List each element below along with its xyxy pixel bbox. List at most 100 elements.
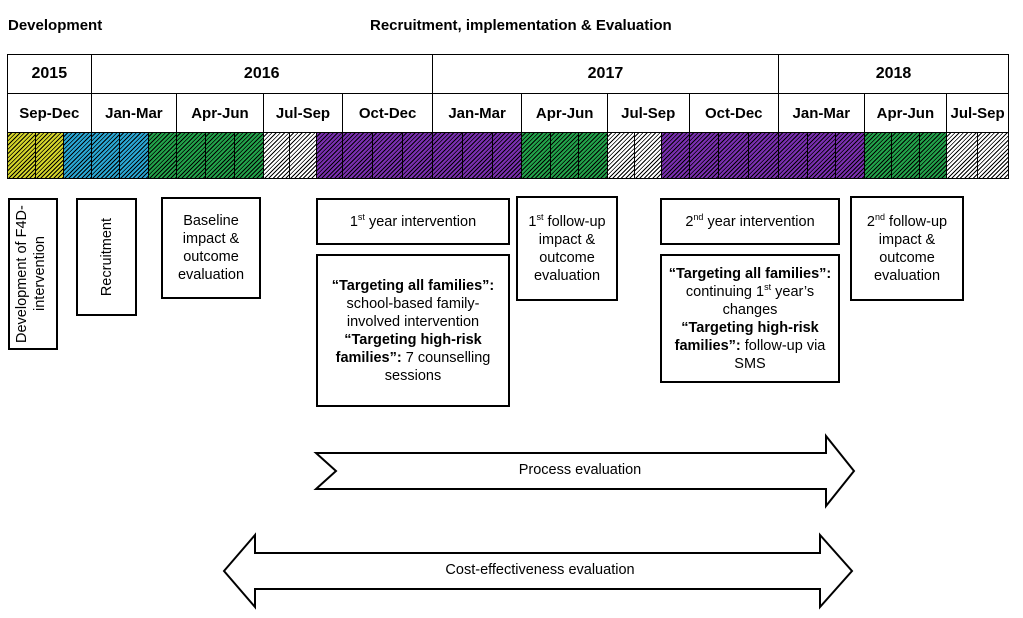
phase-cell (947, 133, 979, 178)
recruitment-box: Recruitment (76, 198, 137, 316)
first-followup-box: 1st follow-up impact & outcome evaluatio… (516, 196, 618, 301)
second-year-num: 2 (685, 213, 694, 230)
first-year-num: 1 (349, 213, 358, 230)
quarter-label: Sep-Dec (7, 93, 92, 133)
phase-bar (342, 132, 433, 179)
first-year-details-box: “Targeting all families”: school-based f… (316, 254, 510, 407)
phase-cell (120, 133, 149, 178)
phase-cell (662, 133, 689, 178)
second-followup-label: 2nd follow-up impact & outcome evaluatio… (858, 211, 956, 285)
year-2015: 2015 (7, 54, 92, 94)
targeting-all-text-a: continuing (685, 283, 757, 300)
phase-cell (749, 133, 779, 178)
development-header: Development (8, 17, 103, 34)
phase-bar (863, 132, 948, 179)
phase-cell (919, 133, 947, 178)
targeting-all-text-b: year’s changes (722, 283, 815, 318)
timeline-grid: 2015 2016 2017 2018 Sep-Dec Jan-Mar Apr-… (7, 54, 1009, 179)
phase-bar (90, 132, 178, 179)
second-followup-sup: nd (875, 211, 886, 222)
process-evaluation-label: Process evaluation (518, 462, 642, 478)
phase-cell (550, 133, 580, 178)
quarter-label: Oct-Dec (688, 93, 780, 133)
quarter-label: Jan-Mar (778, 93, 865, 133)
first-year-intervention-label: 1st year intervention (349, 212, 477, 231)
phase-cell (836, 133, 864, 178)
phase-cell (206, 133, 235, 178)
phase-cell (635, 133, 663, 178)
phase-cell (978, 133, 1008, 178)
quarter-label: Jan-Mar (431, 93, 523, 133)
first-followup-rest: follow-up impact & outcome evaluation (533, 213, 606, 284)
phase-cell (522, 133, 551, 178)
phase-cell (148, 133, 177, 178)
phase-cell (177, 133, 207, 178)
second-followup-box: 2nd follow-up impact & outcome evaluatio… (850, 196, 964, 301)
second-year-intervention-box: 2nd year intervention (660, 198, 840, 245)
phase-bar (688, 132, 780, 179)
phase-bar (521, 132, 608, 179)
targeting-high-risk-text: follow-up via SMS (734, 337, 826, 372)
targeting-all-label: “Targeting all families”: (331, 277, 495, 294)
phase-bar (606, 132, 690, 179)
quarter-label: Apr-Jun (176, 93, 264, 133)
phase-cell (607, 133, 636, 178)
quarter-label: Jan-Mar (90, 93, 178, 133)
targeting-all-sup: st (764, 281, 772, 292)
second-followup-num: 2 (866, 213, 875, 230)
targeting-all-text: school-based family-involved interventio… (346, 295, 480, 330)
phase-cell (719, 133, 750, 178)
development-box: Development of F4D-intervention (8, 198, 58, 350)
phase-bar (7, 132, 92, 179)
baseline-label: Baseline impact & outcome evaluation (177, 213, 245, 283)
quarter-label: Jul-Sep (946, 93, 1009, 133)
quarter-label: Jul-Sep (606, 93, 690, 133)
phase-bar (946, 132, 1009, 179)
first-followup-sup: st (536, 211, 544, 222)
second-year-sup: nd (693, 211, 704, 222)
first-followup-label: 1st follow-up impact & outcome evaluatio… (522, 211, 612, 285)
phase-cell (263, 133, 291, 178)
quarter-label: Oct-Dec (342, 93, 433, 133)
quarter-label: Jul-Sep (262, 93, 344, 133)
year-2016: 2016 (90, 54, 433, 94)
phase-bar (262, 132, 344, 179)
first-year-rest: year intervention (364, 213, 477, 230)
year-2018: 2018 (778, 54, 1009, 94)
second-year-intervention-label: 2nd year intervention (685, 211, 815, 231)
first-followup-num: 1 (528, 213, 537, 230)
phase-cell (892, 133, 920, 178)
phase-cell (63, 133, 91, 178)
quarter-label: Apr-Jun (521, 93, 608, 133)
phase-cell (8, 133, 36, 178)
phase-cell (403, 133, 432, 178)
cost-effectiveness-evaluation-label: Cost-effectiveness evaluation (445, 562, 635, 578)
baseline-evaluation-box: Baseline impact & outcome evaluation (161, 197, 261, 299)
development-label: Development of F4D-intervention (14, 205, 48, 343)
targeting-high-risk-label: “Targeting high-risk families”: (674, 319, 819, 354)
phase-cell (579, 133, 607, 178)
second-followup-rest: follow-up impact & outcome evaluation (873, 213, 948, 284)
phase-cell (343, 133, 374, 178)
phase-cell (234, 133, 263, 178)
phase-cell (689, 133, 720, 178)
recruitment-label: Recruitment (98, 217, 115, 297)
recruitment-implementation-evaluation-header: Recruitment, implementation & Evaluation (370, 17, 672, 34)
phase-cell (316, 133, 343, 178)
phase-bar (778, 132, 865, 179)
first-year-details: “Targeting all families”: school-based f… (323, 277, 503, 385)
phase-cell (492, 133, 522, 178)
phase-cell (864, 133, 893, 178)
targeting-all-label: “Targeting all families”: (668, 265, 832, 282)
second-year-details: “Targeting all families”: continuing 1st… (666, 265, 834, 373)
targeting-high-risk-label: “Targeting high-risk families”: (335, 331, 482, 366)
second-year-details-box: “Targeting all families”: continuing 1st… (660, 254, 840, 383)
second-year-rest: year intervention (703, 213, 815, 230)
targeting-high-risk-text: 7 counselling sessions (384, 349, 491, 384)
phase-cell (807, 133, 837, 178)
phase-cell (779, 133, 808, 178)
phase-cell (35, 133, 64, 178)
phase-cell (91, 133, 121, 178)
phase-cell (432, 133, 463, 178)
phase-cell (462, 133, 493, 178)
